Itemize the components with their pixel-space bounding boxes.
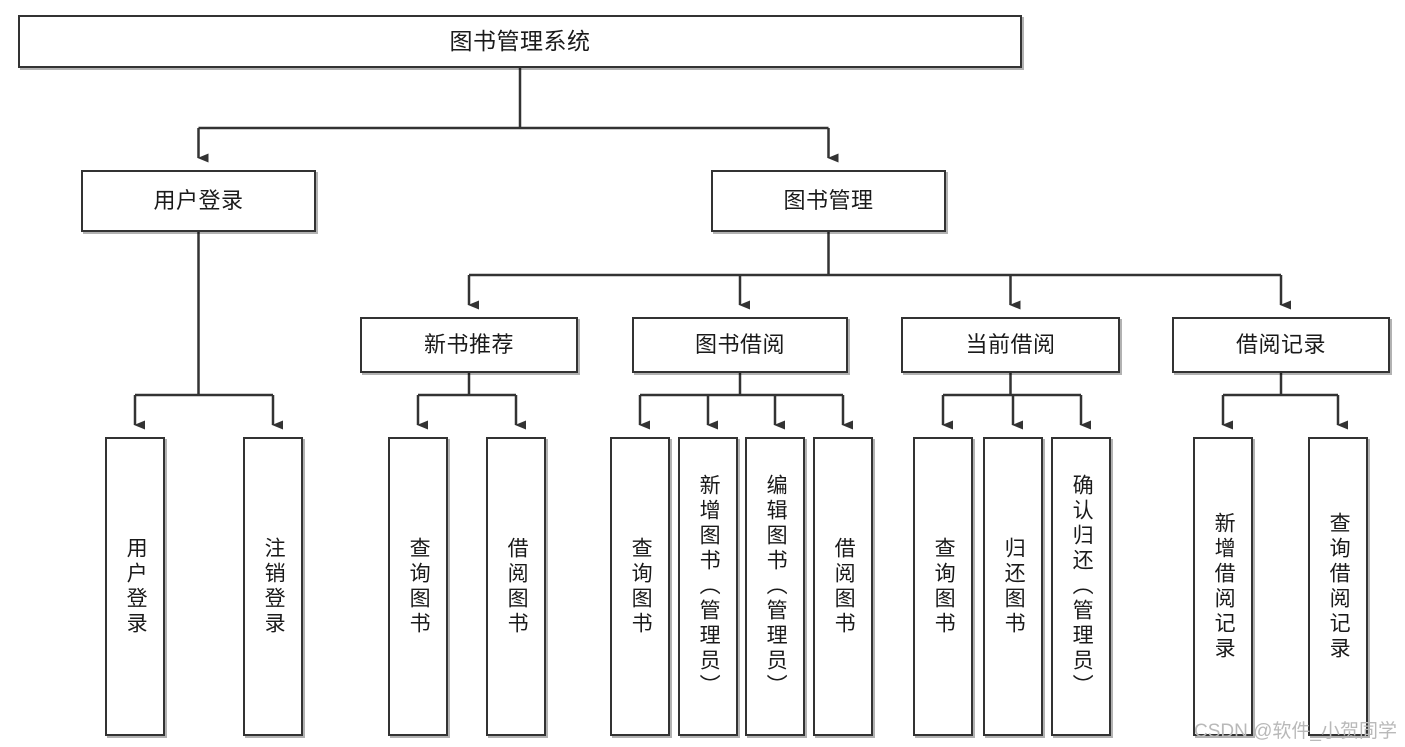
node-label: 借阅记录 <box>1235 332 1326 358</box>
node-leaf-query-book-2[interactable]: 查询图书 <box>610 437 670 736</box>
node-label: 注销登录 <box>262 536 286 637</box>
node-leaf-confirm-return[interactable]: 确认归还（管理员） <box>1051 437 1111 736</box>
node-leaf-query-book-1[interactable]: 查询图书 <box>388 437 448 736</box>
node-label: 借阅图书 <box>505 536 529 637</box>
node-user-login[interactable]: 用户登录 <box>81 170 316 232</box>
node-label: 当前借阅 <box>965 332 1056 358</box>
node-new-book-rec[interactable]: 新书推荐 <box>360 317 578 373</box>
node-label: 借阅图书 <box>832 536 856 637</box>
node-leaf-borrow-book-1[interactable]: 借阅图书 <box>486 437 546 736</box>
node-label: 查询图书 <box>932 536 956 637</box>
node-label: 新增图书（管理员） <box>697 474 721 699</box>
node-label: 查询借阅记录 <box>1327 511 1351 662</box>
node-label: 新增借阅记录 <box>1212 511 1236 662</box>
node-leaf-logout[interactable]: 注销登录 <box>243 437 303 736</box>
node-root[interactable]: 图书管理系统 <box>18 15 1022 68</box>
node-leaf-return-book[interactable]: 归还图书 <box>983 437 1043 736</box>
node-label: 确认归还（管理员） <box>1070 474 1094 699</box>
node-label: 归还图书 <box>1002 536 1026 637</box>
node-leaf-query-book-3[interactable]: 查询图书 <box>913 437 973 736</box>
node-label: 用户登录 <box>153 188 244 214</box>
node-label: 查询图书 <box>629 536 653 637</box>
node-current-borrow[interactable]: 当前借阅 <box>901 317 1120 373</box>
node-label: 新书推荐 <box>423 332 514 358</box>
node-leaf-add-book[interactable]: 新增图书（管理员） <box>678 437 738 736</box>
node-book-borrow[interactable]: 图书借阅 <box>632 317 848 373</box>
node-label: 图书管理系统 <box>449 28 591 55</box>
node-borrow-record[interactable]: 借阅记录 <box>1172 317 1390 373</box>
watermark: CSDN @软件_小贺同学 <box>1194 721 1397 742</box>
node-label: 编辑图书（管理员） <box>764 474 788 699</box>
node-leaf-borrow-book-2[interactable]: 借阅图书 <box>813 437 873 736</box>
node-book-manage[interactable]: 图书管理 <box>711 170 946 232</box>
node-label: 图书管理 <box>783 188 874 214</box>
node-label: 用户登录 <box>124 536 148 637</box>
node-leaf-add-record[interactable]: 新增借阅记录 <box>1193 437 1253 736</box>
node-leaf-user-login[interactable]: 用户登录 <box>105 437 165 736</box>
node-label: 查询图书 <box>407 536 431 637</box>
node-leaf-query-record[interactable]: 查询借阅记录 <box>1308 437 1368 736</box>
node-leaf-edit-book[interactable]: 编辑图书（管理员） <box>745 437 805 736</box>
node-label: 图书借阅 <box>694 332 785 358</box>
